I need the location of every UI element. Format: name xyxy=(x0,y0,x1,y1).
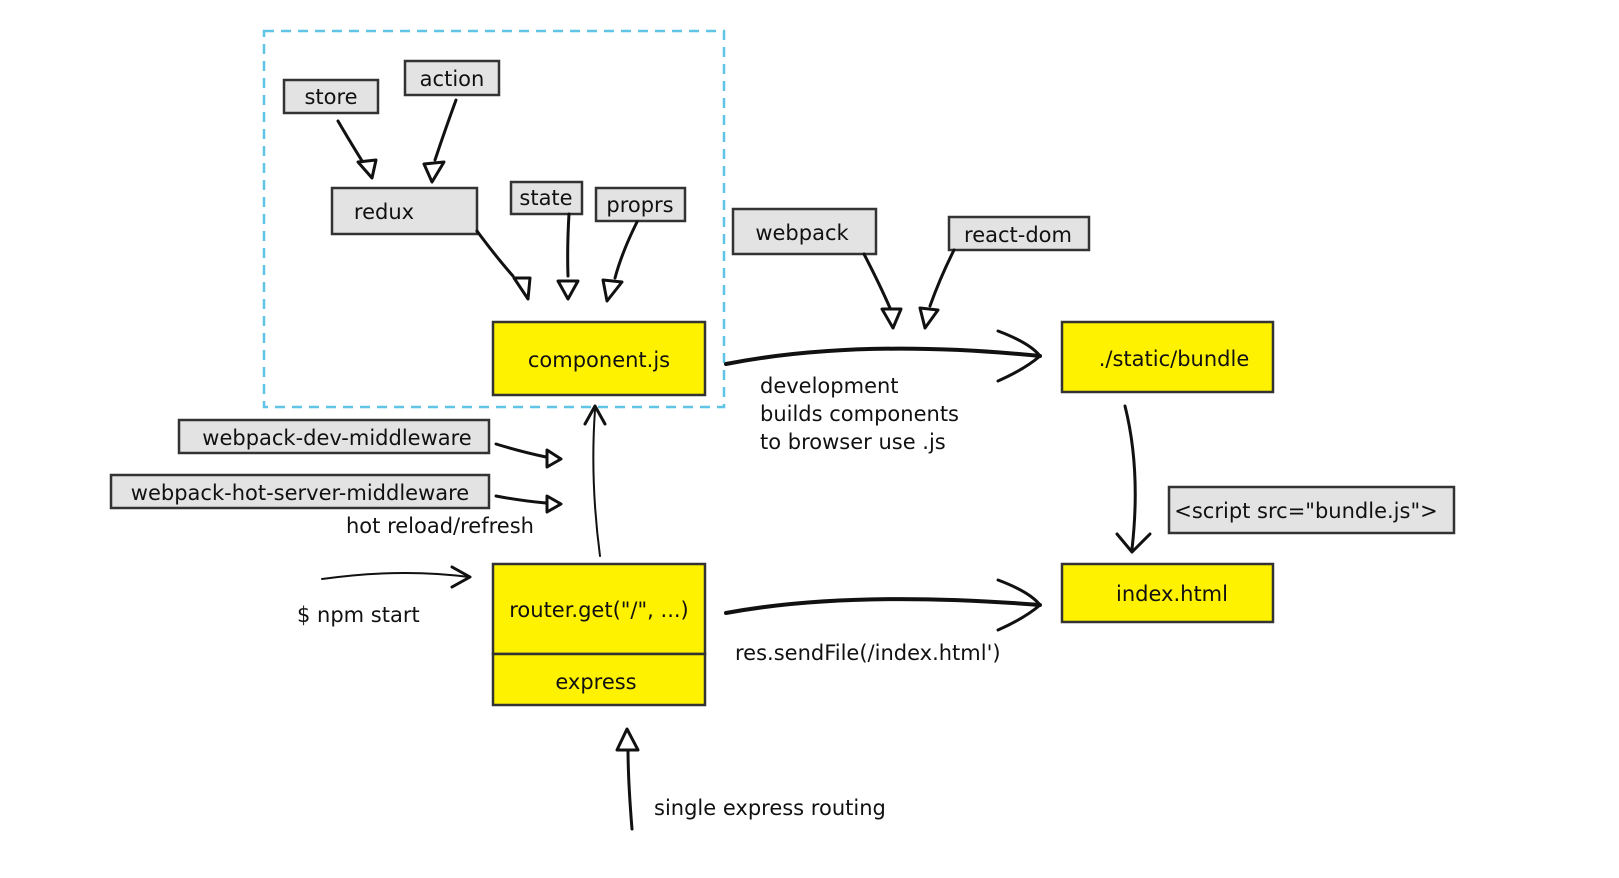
express-node: express xyxy=(491,652,707,707)
component-to-bundle-arrow xyxy=(724,329,1042,383)
single-routing-arrow xyxy=(615,727,640,831)
react-dom-node: react-dom xyxy=(947,215,1091,252)
action-node: action xyxy=(403,59,501,97)
react-dom-label: react-dom xyxy=(964,223,1072,247)
static-bundle-label: ./static/bundle xyxy=(1099,347,1250,371)
send-file-label: res.sendFile(/index.html') xyxy=(735,641,1001,665)
script-tag-node: <script src="bundle.js"> xyxy=(1167,485,1456,535)
redux-to-component-arrow xyxy=(475,229,532,301)
webpack-dev-middleware-node: webpack-dev-middleware xyxy=(177,418,491,455)
webpack-hot-server-middleware-node: webpack-hot-server-middleware xyxy=(109,473,491,510)
single-routing-label: single express routing xyxy=(654,796,886,820)
webpack-node: webpack xyxy=(731,207,878,256)
store-node: store xyxy=(282,78,380,115)
state-to-component-arrow xyxy=(556,212,580,301)
component-js-node: component.js xyxy=(491,320,707,397)
webpack-hot-server-middleware-label: webpack-hot-server-middleware xyxy=(131,481,469,505)
router-to-index-arrow xyxy=(724,578,1042,632)
component-js-label: component.js xyxy=(528,348,670,372)
express-label: express xyxy=(555,670,636,694)
npm-start-label: $ npm start xyxy=(297,603,420,627)
react-dom-to-bundle-arrow xyxy=(918,248,956,330)
webpack-dev-middleware-label: webpack-dev-middleware xyxy=(202,426,471,450)
redux-label: redux xyxy=(354,200,414,224)
action-label: action xyxy=(420,67,485,91)
store-label: store xyxy=(304,85,357,109)
index-html-label: index.html xyxy=(1116,582,1228,606)
proprs-label: proprs xyxy=(606,193,673,217)
hot-reload-label: hot reload/refresh xyxy=(346,514,534,538)
bundle-to-index-arrow xyxy=(1115,404,1152,554)
action-to-redux-arrow xyxy=(422,98,458,184)
state-node: state xyxy=(509,180,584,216)
router-get-label: router.get("/", ...) xyxy=(509,598,689,622)
proprs-to-component-arrow xyxy=(601,220,639,303)
redux-node: redux xyxy=(330,186,479,236)
hot-middleware-arrow xyxy=(494,494,563,514)
development-label-line3: to browser use .js xyxy=(760,430,946,454)
router-to-component-arrow xyxy=(583,404,607,557)
dev-middleware-arrow xyxy=(494,442,563,469)
development-label-line1: development xyxy=(760,374,899,398)
index-html-node: index.html xyxy=(1060,562,1275,624)
store-to-redux-arrow xyxy=(336,119,378,180)
client-region-outline xyxy=(262,29,726,409)
webpack-to-bundle-arrow xyxy=(862,252,903,330)
proprs-node: proprs xyxy=(594,186,687,223)
development-label-line2: builds components xyxy=(760,402,959,426)
static-bundle-node: ./static/bundle xyxy=(1060,320,1275,394)
state-label: state xyxy=(519,186,572,210)
webpack-label: webpack xyxy=(755,221,849,245)
npm-start-arrow xyxy=(321,565,472,589)
script-tag-label: <script src="bundle.js"> xyxy=(1174,499,1437,523)
router-get-node: router.get("/", ...) xyxy=(491,562,707,656)
